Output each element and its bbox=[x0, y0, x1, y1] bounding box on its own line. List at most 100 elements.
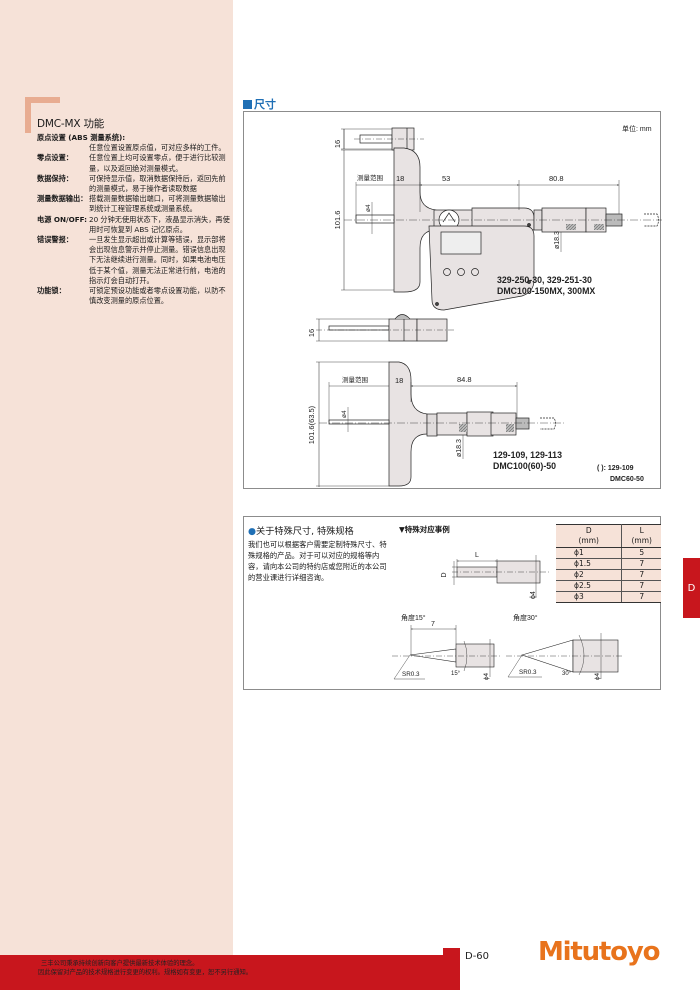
table-cell: ϕ2 bbox=[556, 569, 623, 581]
table-cell: ϕ1.5 bbox=[556, 558, 623, 570]
table-header-d: D(mm) bbox=[556, 524, 623, 548]
table-header-l: L(mm) bbox=[621, 524, 661, 548]
corner-bracket bbox=[25, 97, 31, 133]
feature-item: 功能锁： 可锁定预设功能或者零点设置功能，以防不慎改变测量的原点位置。 bbox=[37, 286, 232, 306]
feature-item: 测量数据输出： 搭载测量数据输出端口，可将测量数据输出到统计工程管理系统或测量系… bbox=[37, 194, 232, 214]
svg-text:ϕ4: ϕ4 bbox=[594, 672, 601, 680]
svg-text:DMC100-150MX, 300MX: DMC100-150MX, 300MX bbox=[497, 286, 595, 296]
svg-text:角度15°: 角度15° bbox=[401, 613, 426, 622]
table-cell: ϕ1 bbox=[556, 547, 623, 559]
corner-bracket bbox=[25, 97, 60, 103]
page-number: D-60 bbox=[465, 951, 490, 962]
footer-notice: 三丰公司秉承持续创新向客户提供最新技术体验的理念。 因此保留对产品的技术规格进行… bbox=[38, 959, 252, 977]
svg-text:18: 18 bbox=[396, 174, 404, 183]
stepped-rod-drawing bbox=[452, 555, 549, 597]
feature-label: 数据保持： bbox=[37, 173, 73, 183]
footer-notice-line: 三丰公司秉承持续创新向客户提供最新技术体验的理念。 bbox=[41, 960, 199, 967]
feature-item: 任意位置设置原点值，可对应多样的工件。 bbox=[37, 143, 232, 153]
svg-text:15°: 15° bbox=[451, 671, 461, 677]
svg-text:DMC100(60)-50: DMC100(60)-50 bbox=[493, 461, 556, 471]
square-bullet-icon bbox=[243, 100, 252, 109]
stepped-rod-labels: L D ϕ4 bbox=[441, 552, 537, 599]
unit-label: 单位: mm bbox=[622, 124, 652, 133]
svg-text:80.8: 80.8 bbox=[549, 174, 564, 183]
table-cell: ϕ2.5 bbox=[556, 580, 623, 592]
svg-text:129-109, 129-113: 129-109, 129-113 bbox=[493, 450, 562, 460]
drawing-digital-depth-micrometer bbox=[341, 127, 662, 311]
dimensions-drawing-box: 单位: mm bbox=[243, 111, 662, 489]
feature-desc: 搭载测量数据输出端口，可将测量数据输出到统计工程管理系统或测量系统。 bbox=[89, 194, 226, 214]
svg-text:SR0.3: SR0.3 bbox=[402, 671, 420, 678]
feature-desc: 可保持显示值，取消数据保持后，返回先前的测量模式，易于操作者读取数据 bbox=[89, 173, 226, 194]
svg-text:101.6: 101.6 bbox=[333, 211, 342, 230]
features-list: 原点设置 (ABS 测量系统): 任意位置设置原点值，可对应多样的工件。 零点设… bbox=[37, 133, 232, 306]
table-cell: 7 bbox=[621, 558, 661, 570]
example-title: ▼特殊对应事例 bbox=[399, 525, 450, 534]
brand-logo: Mitutoyo bbox=[538, 937, 660, 967]
feature-desc: 20 分钟无使用状态下，液晶显示消失，再使用时可恢复到 ABS 记忆原点。 bbox=[89, 214, 230, 234]
svg-text:18: 18 bbox=[395, 376, 403, 385]
footer-white-area bbox=[460, 935, 700, 990]
page-marker bbox=[443, 948, 460, 990]
drawing1-labels: 16 101.6 测量范围 18 53 80.8 ø4 ø18.3 329-25… bbox=[333, 140, 595, 296]
table-cell: 7 bbox=[621, 580, 661, 592]
tip-angle-30-drawing bbox=[506, 633, 624, 679]
svg-text:测量范围: 测量范围 bbox=[342, 375, 368, 384]
svg-text:ø18.3: ø18.3 bbox=[456, 439, 463, 457]
svg-text:DMC60-50: DMC60-50 bbox=[610, 476, 644, 483]
feature-item: 原点设置 (ABS 测量系统): bbox=[37, 133, 232, 143]
section-tab-d[interactable]: D bbox=[683, 558, 700, 618]
svg-text:30°: 30° bbox=[562, 671, 572, 677]
svg-text:SR0.3: SR0.3 bbox=[519, 669, 537, 676]
bullet-dot-icon: ● bbox=[248, 526, 257, 537]
feature-desc: 可锁定预设功能或者零点设置功能，以防不慎改变测量的原点位置。 bbox=[89, 286, 226, 306]
svg-text:ϕ4: ϕ4 bbox=[483, 672, 490, 680]
svg-text:D: D bbox=[441, 572, 448, 577]
tip-angle-15-drawing bbox=[392, 625, 500, 680]
dimensions-section-title: 尺寸 bbox=[243, 96, 276, 112]
feature-item: 数据保持： 可保持显示值，取消数据保持后，返回先前的测量模式，易于操作者读取数据 bbox=[37, 174, 232, 194]
table-header-row: D(mm) L(mm) bbox=[556, 524, 661, 548]
feature-label: 电源 ON/OFF: bbox=[37, 214, 88, 224]
feature-label: 功能锁： bbox=[37, 286, 66, 296]
drawing2-labels: 16 101.6(63.5) 测量范围 18 84.8 ø4 ø18.3 129… bbox=[307, 329, 644, 483]
special-title-text: 关于特殊尺寸, 特殊规格 bbox=[256, 526, 354, 537]
special-body: 我们也可以根据客户需要定制特殊尺寸、特殊规格的产品。对于可以对应的规格等内容，请… bbox=[248, 540, 387, 582]
svg-text:53: 53 bbox=[442, 174, 450, 183]
table-cell: 7 bbox=[621, 569, 661, 581]
feature-label: 原点设置 (ABS 测量系统): bbox=[37, 133, 126, 142]
feature-label: 测量数据输出： bbox=[37, 194, 88, 204]
svg-text:101.6(63.5): 101.6(63.5) bbox=[307, 405, 316, 444]
tip-angle-30-labels: 角度30° SR0.3 30° ϕ4 bbox=[513, 613, 601, 680]
left-panel bbox=[0, 0, 233, 955]
dimension-drawings: 单位: mm bbox=[307, 124, 662, 487]
features-title: DMC-MX 功能 bbox=[37, 118, 105, 130]
feature-desc: 一旦发生显示超出或计算等错误，显示部将会出现信息警示并停止测量。错误信息出现下无… bbox=[89, 235, 226, 285]
section-title-text: 尺寸 bbox=[254, 98, 276, 111]
feature-label: 错误警报： bbox=[37, 235, 73, 245]
svg-text:ø18.3: ø18.3 bbox=[554, 231, 561, 249]
feature-item: 错误警报： 一旦发生显示超出或计算等错误，显示部将会出现信息警示并停止测量。错误… bbox=[37, 235, 232, 286]
svg-text:L: L bbox=[475, 552, 479, 559]
svg-text:ø4: ø4 bbox=[341, 410, 348, 418]
special-spec-box: ●关于特殊尺寸, 特殊规格 我们也可以根据客户需要定制特殊尺寸、特殊规格的产品。… bbox=[243, 516, 661, 690]
svg-text:ø4: ø4 bbox=[365, 204, 372, 212]
svg-text:16: 16 bbox=[307, 329, 316, 337]
feature-item: 零点设置： 任意位置上均可设置零点，便于进行比较测量，以及返回绝对测量模式。 bbox=[37, 153, 232, 173]
table-cell: ϕ3 bbox=[556, 591, 623, 603]
special-example-drawings: L D ϕ4 角度15° 7 SR0.3 15° ϕ4 bbox=[392, 552, 624, 680]
footer-notice-line: 因此保留对产品的技术规格进行变更的权利。规格如有变更，恕不另行通知。 bbox=[38, 969, 253, 976]
svg-text:测量范围: 测量范围 bbox=[357, 173, 383, 182]
svg-text:84.8: 84.8 bbox=[457, 375, 472, 384]
drawing-mechanical-depth-micrometer bbox=[316, 314, 564, 487]
svg-text:( ): 129-109: ( ): 129-109 bbox=[597, 465, 634, 472]
svg-text:7: 7 bbox=[431, 621, 435, 628]
svg-text:16: 16 bbox=[333, 140, 342, 148]
feature-desc: 任意位置上均可设置零点，便于进行比较测量，以及返回绝对测量模式。 bbox=[89, 153, 226, 173]
svg-text:329-250-30, 329-251-30: 329-250-30, 329-251-30 bbox=[497, 275, 592, 285]
